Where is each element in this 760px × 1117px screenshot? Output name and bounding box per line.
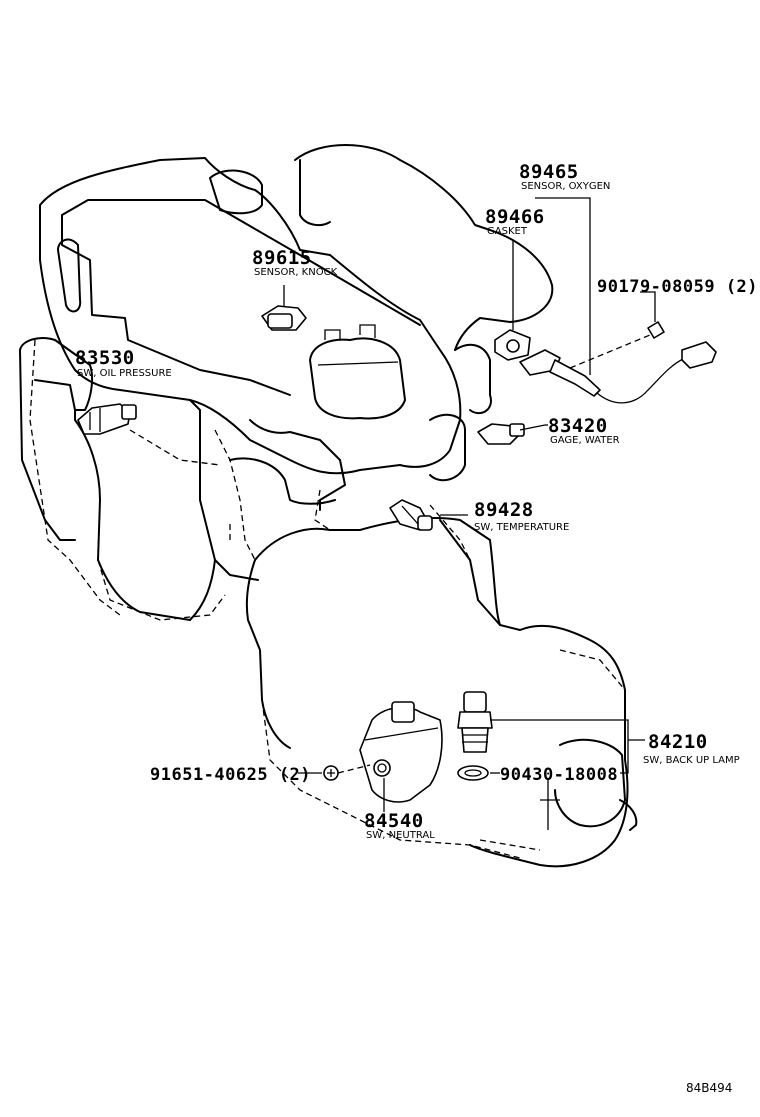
neutral-switch-part[interactable]: [359, 701, 443, 803]
engine-block-outline: [19, 144, 554, 621]
part-number: 89428: [474, 499, 534, 521]
transmission-outline: [214, 517, 638, 868]
oxygen-sensor-part[interactable]: [494, 321, 717, 404]
part-number: 84540: [364, 810, 424, 832]
part-number: 91651-40625 (2): [150, 765, 311, 785]
temperature-switch-part[interactable]: [389, 499, 433, 531]
part-number: 83420: [548, 415, 608, 437]
part-label: SENSOR, KNOCK: [254, 267, 338, 278]
back-up-lamp-switch-part[interactable]: [457, 691, 493, 781]
part-number: 89615: [252, 247, 312, 269]
callout-90430: 90430-18008: [500, 765, 618, 785]
callout-91651: 91651-40625 (2): [150, 765, 311, 785]
part-number: 84210: [648, 731, 708, 753]
callout-83420: 83420 GAGE, WATER: [548, 415, 620, 446]
hidden-lines: [29, 339, 626, 859]
callout-89465: 89465 SENSOR, OXYGEN: [519, 161, 610, 192]
part-number: 89466: [485, 206, 545, 228]
callout-89615: 89615 SENSOR, KNOCK: [252, 247, 338, 278]
part-label: SW, OIL PRESSURE: [77, 368, 172, 379]
part-number: 89465: [519, 161, 579, 183]
bolt-91651-part[interactable]: [323, 764, 371, 781]
callout-84210: 84210 SW, BACK UP LAMP: [643, 731, 740, 766]
callout-84540: 84540 SW, NEUTRAL: [364, 810, 435, 841]
part-label: SENSOR, OXYGEN: [521, 181, 610, 192]
part-label: SW, TEMPERATURE: [474, 522, 569, 533]
part-label: GASKET: [487, 226, 528, 237]
part-label: GAGE, WATER: [550, 435, 620, 446]
diagram-code: 84B494: [686, 1081, 732, 1095]
leader-lines: [298, 197, 656, 812]
part-number: 90430-18008: [500, 765, 618, 785]
callout-89428: 89428 SW, TEMPERATURE: [474, 499, 569, 533]
callout-90179: 90179-08059 (2): [597, 277, 758, 297]
part-label: SW, NEUTRAL: [366, 830, 435, 841]
part-number: 90179-08059 (2): [597, 277, 758, 297]
oil-pressure-switch-part[interactable]: [77, 403, 221, 466]
water-gage-part[interactable]: [477, 423, 546, 445]
callout-89466: 89466 GASKET: [485, 206, 545, 237]
knock-sensor-part[interactable]: [261, 285, 307, 331]
part-number: 83530: [75, 347, 135, 369]
callout-83530: 83530 SW, OIL PRESSURE: [75, 347, 172, 379]
part-label: SW, BACK UP LAMP: [643, 755, 740, 766]
